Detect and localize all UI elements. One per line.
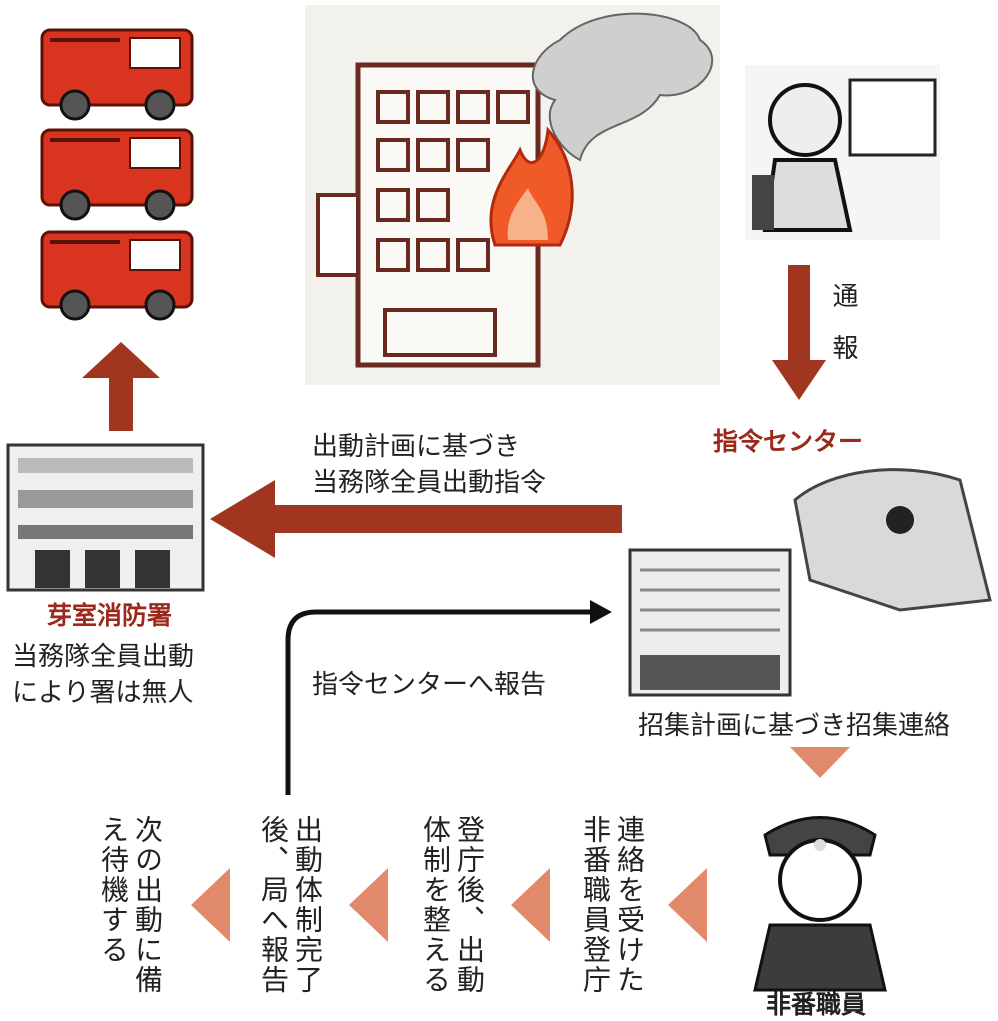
dispatch-order-line2: 当務隊全員出動指令 (312, 468, 547, 498)
step-1-text: 連絡を受けた非番職員登庁 (579, 815, 646, 995)
command-center-building-icon (628, 468, 992, 697)
burning-building-icon (305, 5, 720, 385)
step-2-text: 登庁後、出動体制を整える (419, 815, 486, 995)
fire-station-building-icon (6, 443, 205, 592)
step-arrow-left (191, 868, 230, 942)
off-duty-staff-person-icon (753, 816, 887, 992)
step-3-text: 出動体制完了後、局へ報告 (257, 815, 324, 995)
fire-truck-icon (40, 128, 194, 221)
report-arrow-down (772, 265, 826, 400)
fire-truck-icon (40, 28, 194, 121)
step-arrow-left (349, 868, 388, 942)
dispatch-arrow-up (82, 342, 160, 431)
dispatch-order-line1: 出動計画に基づき (312, 432, 521, 462)
call-up-arrow-down (790, 747, 850, 778)
step-arrow-left (511, 868, 550, 942)
report-to-center-label: 指令センターへ報告 (312, 670, 547, 700)
report-back-arrow (285, 600, 612, 795)
report-label: 通報 (828, 282, 858, 386)
caller-person-icon (745, 65, 940, 240)
fire-station-note-line2: により署は無人 (12, 678, 194, 708)
off-duty-staff-label: 非番職員 (766, 990, 867, 1019)
call-up-label: 招集計画に基づき招集連絡 (638, 711, 951, 741)
dispatch-order-arrow-left (210, 480, 622, 558)
fire-station-note-line1: 当務隊全員出動 (12, 642, 195, 672)
step-arrow-left (668, 868, 707, 942)
fire-truck-icon (40, 230, 194, 321)
command-center-label: 指令センター (713, 427, 864, 456)
fire-station-name: 芽室消防署 (47, 601, 173, 630)
step-4-text: 次の出動に備え待機する (97, 815, 164, 995)
